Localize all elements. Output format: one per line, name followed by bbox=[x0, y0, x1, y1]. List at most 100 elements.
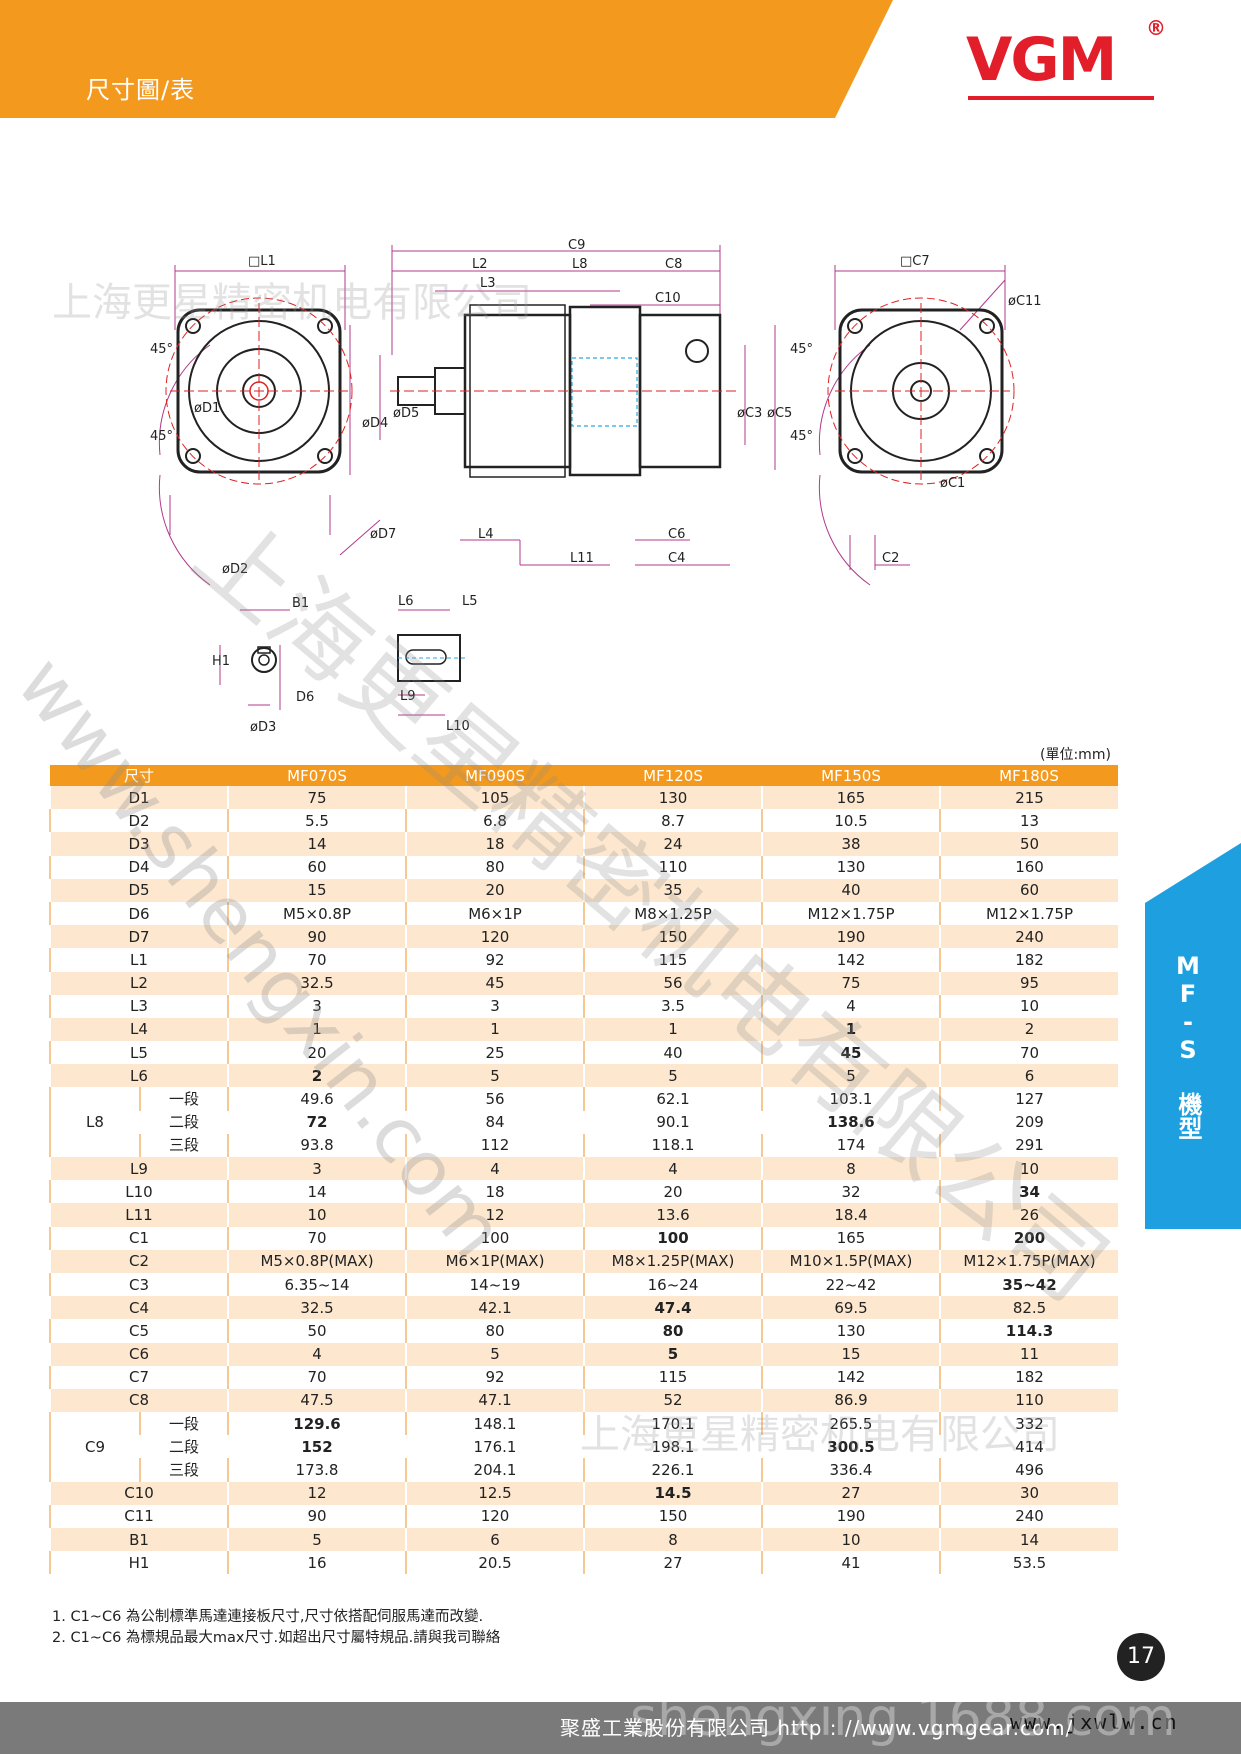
table-cell: 4 bbox=[227, 1342, 407, 1366]
table-cell: 14 bbox=[939, 1528, 1119, 1552]
table-cell: 34 bbox=[939, 1180, 1119, 1204]
label-c1: øC1 bbox=[940, 476, 965, 491]
table-cell: 182 bbox=[939, 1365, 1119, 1389]
row-label: C8 bbox=[48, 1388, 229, 1413]
table-cell: 50 bbox=[227, 1319, 407, 1343]
table-cell: 40 bbox=[761, 878, 941, 902]
table-cell: 10 bbox=[227, 1203, 407, 1227]
table-cell: 115 bbox=[583, 948, 763, 972]
spec-table: 尺寸 MF070S MF090S MF120S MF150S MF180S D1… bbox=[48, 765, 1119, 1575]
row-label: L3 bbox=[48, 994, 229, 1018]
table-cell: 10 bbox=[939, 994, 1119, 1018]
label-l9: L9 bbox=[400, 689, 416, 704]
table-cell: 14.5 bbox=[583, 1481, 763, 1505]
row-label: C11 bbox=[48, 1504, 229, 1528]
label-c6: C6 bbox=[668, 527, 685, 542]
table-cell: 75 bbox=[761, 971, 941, 995]
table-cell: 10 bbox=[939, 1157, 1119, 1181]
row-sublabel: 一段 bbox=[138, 1412, 229, 1436]
table-cell: 150 bbox=[583, 1504, 763, 1528]
row-label: D6 bbox=[48, 901, 229, 926]
table-cell: 8 bbox=[583, 1528, 763, 1552]
table-cell: 14~19 bbox=[405, 1272, 585, 1297]
table-cell: 38 bbox=[761, 832, 941, 856]
dimension-drawing: □L1 C9 L2 L8 C8 L3 C10 □C7 øC11 øD1 øD2 … bbox=[150, 238, 1042, 735]
table-cell: 300.5 bbox=[761, 1435, 941, 1459]
table-cell: 2 bbox=[939, 1017, 1119, 1042]
label-d4: øD4 bbox=[362, 416, 388, 431]
row-label: D5 bbox=[48, 878, 229, 902]
row-label: C7 bbox=[48, 1365, 229, 1389]
table-cell: 80 bbox=[405, 855, 585, 879]
table-cell: 15 bbox=[761, 1342, 941, 1366]
table-cell: 5 bbox=[405, 1064, 585, 1088]
table-cell: 27 bbox=[761, 1481, 941, 1505]
page-number: 17 bbox=[1117, 1633, 1165, 1681]
table-cell: 12.5 bbox=[405, 1481, 585, 1505]
table-cell: 56 bbox=[583, 971, 763, 995]
row-label: B1 bbox=[48, 1528, 229, 1552]
table-header-cell: MF070S bbox=[228, 765, 407, 786]
table-cell: 142 bbox=[761, 948, 941, 972]
table-cell: 265.5 bbox=[761, 1412, 941, 1436]
label-l11: L11 bbox=[570, 551, 594, 566]
table-cell: 152 bbox=[227, 1435, 407, 1459]
table-cell: 130 bbox=[761, 855, 941, 879]
table-cell: 142 bbox=[761, 1365, 941, 1389]
table-cell: 45 bbox=[405, 971, 585, 995]
row-label: D2 bbox=[48, 809, 229, 833]
table-cell: 69.5 bbox=[761, 1296, 941, 1320]
table-cell: 35~42 bbox=[939, 1272, 1119, 1297]
table-cell: 120 bbox=[405, 1504, 585, 1528]
label-d5: øD5 bbox=[393, 406, 419, 421]
table-cell: 11 bbox=[939, 1342, 1119, 1366]
table-cell: M12×1.75P bbox=[939, 901, 1119, 926]
row-label: C2 bbox=[48, 1249, 229, 1273]
table-cell: 16 bbox=[227, 1551, 407, 1575]
table-cell: 95 bbox=[939, 971, 1119, 995]
table-cell: 92 bbox=[405, 948, 585, 972]
table-cell: M8×1.25P(MAX) bbox=[583, 1249, 763, 1273]
label-c4: C4 bbox=[668, 551, 685, 566]
table-cell: 22~42 bbox=[761, 1272, 941, 1297]
table-cell: 92 bbox=[405, 1365, 585, 1389]
table-cell: 150 bbox=[583, 925, 763, 949]
table-cell: 138.6 bbox=[761, 1110, 941, 1134]
table-cell: 114.3 bbox=[939, 1319, 1119, 1343]
row-label: C5 bbox=[48, 1319, 229, 1343]
table-cell: 14 bbox=[227, 1180, 407, 1204]
table-cell: 86.9 bbox=[761, 1388, 941, 1413]
note-line: 1. C1~C6 為公制標準馬達連接板尺寸,尺寸依搭配伺服馬達而改變. bbox=[52, 1609, 484, 1625]
table-cell: 14 bbox=[227, 832, 407, 856]
table-cell: 27 bbox=[583, 1551, 763, 1575]
notes: 1. C1~C6 為公制標準馬達連接板尺寸,尺寸依搭配伺服馬達而改變. 2. C… bbox=[52, 1607, 500, 1649]
table-cell: 90.1 bbox=[583, 1110, 763, 1134]
row-label: L5 bbox=[48, 1041, 229, 1065]
label-l2: L2 bbox=[472, 257, 488, 272]
row-label: D3 bbox=[48, 832, 229, 856]
table-cell: 50 bbox=[939, 832, 1119, 856]
table-cell: 82.5 bbox=[939, 1296, 1119, 1320]
row-label: C4 bbox=[48, 1296, 229, 1320]
table-cell: 1 bbox=[761, 1017, 941, 1042]
table-cell: 15 bbox=[227, 878, 407, 902]
brand-name: VGM bbox=[966, 25, 1117, 95]
unit-label: (單位:mm) bbox=[1040, 747, 1111, 763]
row-sublabel: 三段 bbox=[138, 1133, 229, 1157]
row-sublabel: 三段 bbox=[138, 1458, 229, 1482]
table-cell: 70 bbox=[227, 1226, 407, 1250]
table-header-cell: MF150S bbox=[762, 765, 941, 786]
table-cell: 110 bbox=[583, 855, 763, 879]
row-label: D4 bbox=[48, 855, 229, 879]
label-l1: □L1 bbox=[248, 254, 276, 269]
